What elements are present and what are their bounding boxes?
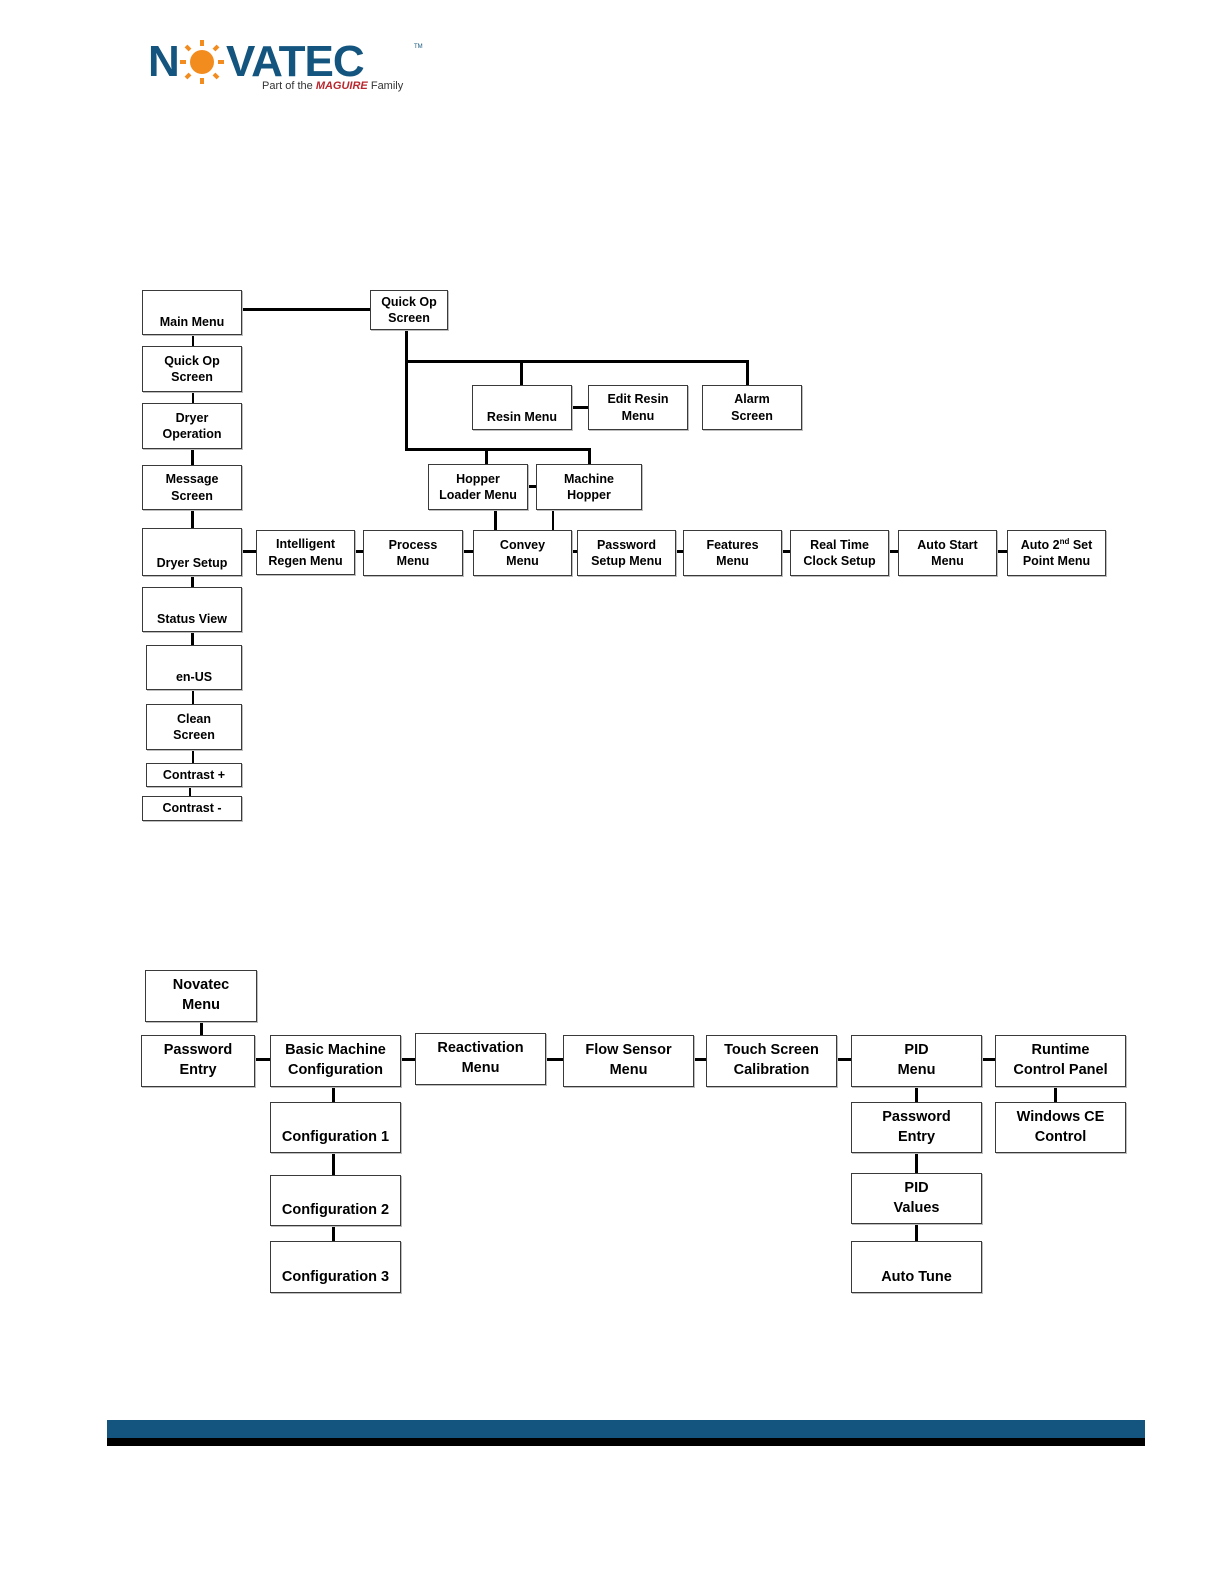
dryer-operation-node: Dryer Operation bbox=[142, 403, 242, 449]
quick-op-screen-node: Quick Op Screen bbox=[142, 346, 242, 392]
novatec-logo: N VATEC TM Part of the MAGUIRE Family bbox=[148, 38, 428, 98]
contrast-minus-node: Contrast - bbox=[142, 796, 242, 821]
novatec-menu-node: Novatec Menu bbox=[145, 970, 257, 1022]
auto-start-menu-node: Auto Start Menu bbox=[898, 530, 997, 576]
pid-values-node: PID Values bbox=[851, 1173, 982, 1224]
windows-ce-control-node: Windows CE Control bbox=[995, 1102, 1126, 1153]
password-setup-menu-node: Password Setup Menu bbox=[577, 530, 676, 576]
quick-op-screen-top-node: Quick Op Screen bbox=[370, 290, 448, 330]
main-menu-node: Main Menu bbox=[142, 290, 242, 335]
machine-hopper-node: Machine Hopper bbox=[536, 464, 642, 510]
clean-screen-node: Clean Screen bbox=[146, 704, 242, 750]
runtime-control-panel-node: Runtime Control Panel bbox=[995, 1035, 1126, 1087]
flow-sensor-menu-node: Flow Sensor Menu bbox=[563, 1035, 694, 1087]
auto-2nd-set-line1: Auto 2nd Set bbox=[1020, 536, 1093, 552]
features-menu-node: Features Menu bbox=[683, 530, 782, 576]
footer-black-bar bbox=[107, 1438, 1145, 1446]
logo-tagline: Part of the MAGUIRE Family bbox=[262, 80, 404, 92]
reactivation-menu-node: Reactivation Menu bbox=[415, 1033, 546, 1085]
intelligent-regen-menu-node: Intelligent Regen Menu bbox=[256, 530, 355, 575]
resin-menu-node: Resin Menu bbox=[472, 385, 572, 430]
svg-text:N: N bbox=[148, 38, 179, 86]
alarm-screen-node: Alarm Screen bbox=[702, 385, 802, 430]
svg-text:VATEC: VATEC bbox=[226, 38, 364, 86]
process-menu-node: Process Menu bbox=[363, 530, 463, 576]
footer-blue-bar bbox=[107, 1420, 1145, 1438]
pid-menu-node: PID Menu bbox=[851, 1035, 982, 1087]
pid-password-entry-node: Password Entry bbox=[851, 1102, 982, 1153]
configuration-2-node: Configuration 2 bbox=[270, 1175, 401, 1226]
contrast-plus-node: Contrast + bbox=[146, 763, 242, 787]
message-screen-node: Message Screen bbox=[142, 465, 242, 510]
svg-text:TM: TM bbox=[414, 44, 423, 50]
real-time-clock-setup-node: Real Time Clock Setup bbox=[790, 530, 889, 576]
auto-2nd-set-point-menu-node: Auto 2nd Set Point Menu bbox=[1007, 530, 1106, 576]
en-us-node: en-US bbox=[146, 645, 242, 690]
logo-wordmark: N VATEC TM bbox=[148, 38, 423, 86]
convey-menu-node: Convey Menu bbox=[473, 530, 572, 576]
sun-icon bbox=[180, 40, 224, 84]
touch-screen-calibration-node: Touch Screen Calibration bbox=[706, 1035, 837, 1087]
auto-2nd-set-line2: Point Menu bbox=[1022, 554, 1091, 569]
edit-resin-menu-node: Edit Resin Menu bbox=[588, 385, 688, 430]
hopper-loader-menu-node: Hopper Loader Menu bbox=[428, 464, 528, 510]
basic-machine-configuration-node: Basic Machine Configuration bbox=[270, 1035, 401, 1087]
auto-tune-node: Auto Tune bbox=[851, 1241, 982, 1293]
status-view-node: Status View bbox=[142, 587, 242, 632]
configuration-3-node: Configuration 3 bbox=[270, 1241, 401, 1293]
configuration-1-node: Configuration 1 bbox=[270, 1102, 401, 1153]
password-entry-node: Password Entry bbox=[141, 1035, 255, 1087]
dryer-setup-node: Dryer Setup bbox=[142, 528, 242, 576]
